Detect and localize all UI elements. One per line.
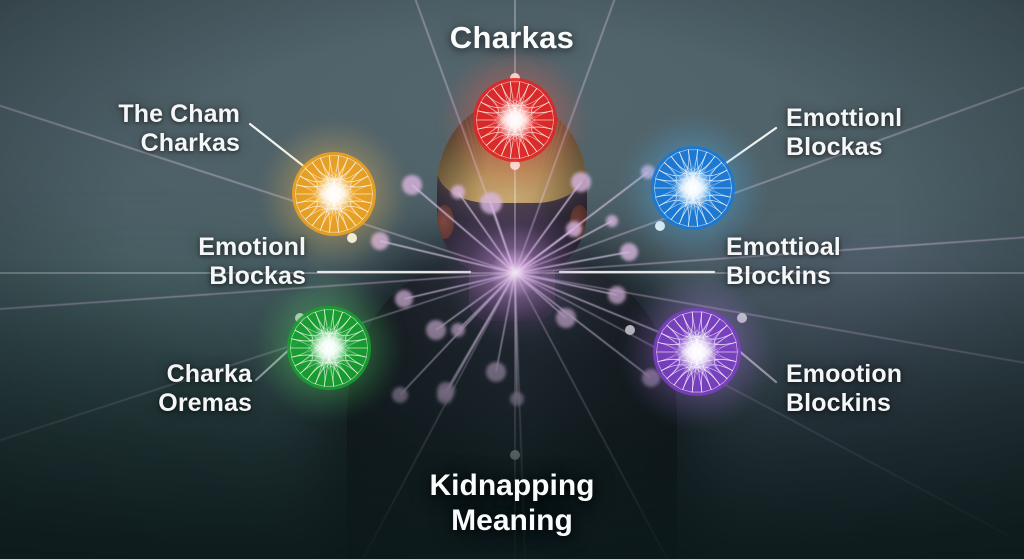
orb-green-core (311, 330, 347, 366)
label-mid-left: Emotionl Blockas (198, 233, 306, 290)
orb-orange-sphere (292, 152, 376, 236)
orb-blue-core (675, 170, 711, 206)
orb-blue-sphere (651, 146, 735, 230)
orb-purple-sphere (653, 308, 741, 396)
orb-purple-core (678, 333, 716, 371)
orb-red[interactable] (444, 49, 586, 191)
orb-red-core (497, 102, 533, 138)
bottom-darkening (0, 259, 1024, 559)
orb-green-sphere (287, 306, 371, 390)
label-top-left: The Cham Charkas (118, 100, 240, 157)
label-mid-right: Emottioal Blockins (726, 233, 841, 290)
orb-green[interactable] (258, 277, 400, 419)
label-top-right: Emottionl Blockas (786, 104, 903, 161)
orb-blue[interactable] (622, 117, 764, 259)
orb-orange[interactable] (263, 123, 405, 265)
caption-text: Kidnapping Meaning (429, 469, 595, 538)
label-bottom-right: Emootion Blockins (786, 360, 903, 417)
page-title: Charkas (449, 20, 575, 55)
orb-purple[interactable] (623, 278, 771, 426)
orb-red-sphere (473, 78, 557, 162)
orb-orange-core (316, 176, 352, 212)
label-bottom-left: Charka Oremas (158, 360, 252, 417)
